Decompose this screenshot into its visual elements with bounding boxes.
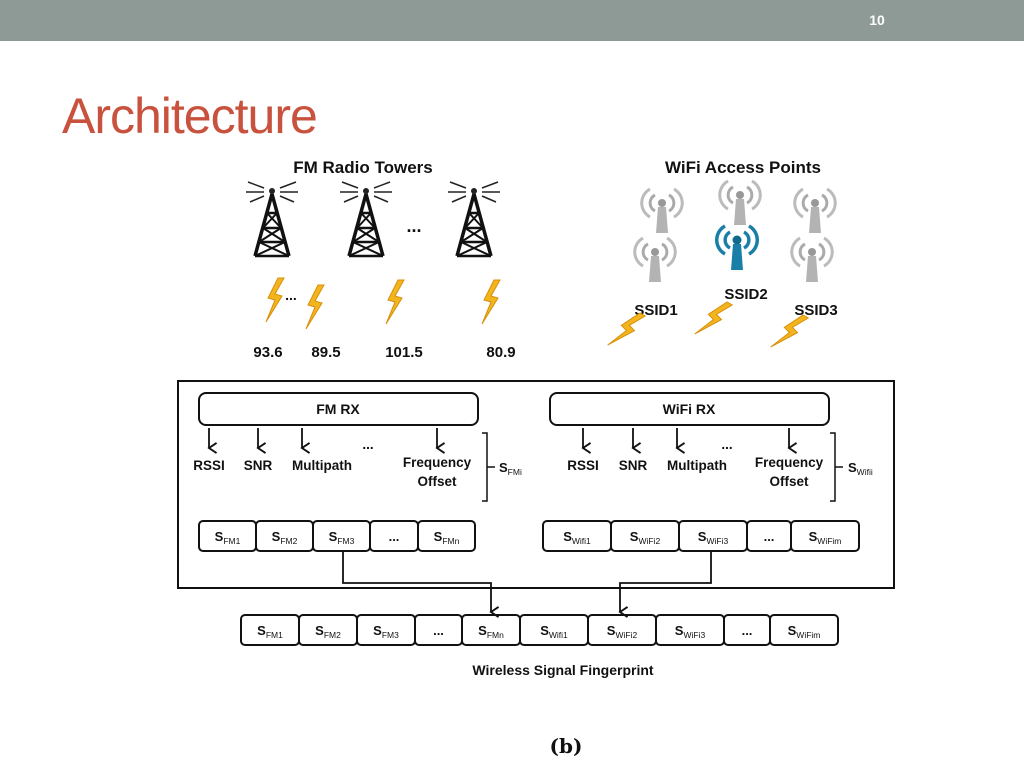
- fm-frequency-label: 89.5: [311, 344, 340, 361]
- fm-vector-cell: SFM2: [255, 520, 314, 552]
- fingerprint-cell: SWifi1: [519, 614, 589, 646]
- radio-tower-icon: [338, 180, 394, 258]
- wifi-access-point-icon: [633, 236, 677, 284]
- figure-caption: (b): [550, 734, 583, 758]
- fm-feature-multipath: Multipath: [292, 458, 352, 473]
- fingerprint-cell: SWiFi3: [655, 614, 725, 646]
- ssid-label: SSID1: [634, 302, 677, 319]
- fm-feature-ellipsis: ...: [362, 437, 373, 452]
- fm-rx-label: FM RX: [316, 401, 360, 417]
- wifi-vector-cell: SWifi1: [542, 520, 612, 552]
- fm-vector-cell: ...: [369, 520, 419, 552]
- radio-tower-icon: [446, 180, 502, 258]
- wifi-vector-cell-label: SWiFi3: [698, 529, 729, 546]
- wifi-vector-cell: SWiFi2: [610, 520, 680, 552]
- fingerprint-cell: ...: [723, 614, 771, 646]
- fm-feature-frequency: Frequency: [403, 455, 472, 470]
- fm-connector-arrow: [342, 551, 491, 612]
- fm-vector-cell: SFM1: [198, 520, 257, 552]
- fingerprint-label: Wireless Signal Fingerprint: [472, 662, 653, 678]
- wifi-access-point-icon: [640, 187, 684, 235]
- fm-rx-box: [198, 392, 479, 426]
- lightning-bolt-icon: [265, 277, 285, 323]
- fm-vector-cell-label: ...: [389, 529, 400, 544]
- wifi-bracket: [830, 432, 843, 502]
- ssid-label: SSID3: [794, 302, 837, 319]
- top-bar: [0, 0, 1024, 41]
- fingerprint-cell-label: ...: [742, 623, 753, 638]
- fm-vector-cell-label: SFMn: [434, 529, 460, 546]
- wifi-rx-box: [549, 392, 830, 426]
- slide-title: Architecture: [62, 88, 318, 144]
- wifi-vector-cell-label: SWiFi2: [630, 529, 661, 546]
- fingerprint-cell-label: SFM3: [373, 623, 399, 640]
- fingerprint-cell-label: SWiFi2: [607, 623, 638, 640]
- wifi-vector-cell-label: SWifi1: [563, 529, 591, 546]
- wifi-vector-cell: ...: [746, 520, 792, 552]
- fingerprint-cell-label: SWiFi3: [675, 623, 706, 640]
- wifi-connector-arrow: [620, 551, 712, 612]
- wifi-vector-cell: SWiFim: [790, 520, 860, 552]
- receiver-box: [177, 380, 895, 589]
- fm-frequency-label: 101.5: [385, 344, 423, 361]
- fingerprint-cell-label: SWiFim: [788, 623, 821, 640]
- ssid-label: SSID2: [724, 286, 767, 303]
- wifi-feature-rssi: RSSI: [567, 458, 599, 473]
- lightning-bolt-icon: [481, 279, 501, 325]
- fingerprint-cell-label: SFM2: [315, 623, 341, 640]
- towers-ellipsis: ...: [406, 216, 421, 236]
- fm-feature-snr: SNR: [244, 458, 273, 473]
- fm-vector-cell: SFM3: [312, 520, 371, 552]
- wifi-access-point-icon: [718, 179, 762, 227]
- wifi-feature-snr: SNR: [619, 458, 648, 473]
- wifi-vector-cell-label: ...: [764, 529, 775, 544]
- slide-number: 10: [869, 12, 885, 28]
- bolts-ellipsis: ...: [285, 287, 297, 303]
- fm-bracket-label: SFMi: [499, 460, 522, 477]
- fm-frequency-label: 80.9: [486, 344, 515, 361]
- lightning-bolt-icon: [385, 279, 405, 325]
- fingerprint-cell-label: ...: [433, 623, 444, 638]
- fm-towers-header: FM Radio Towers: [293, 158, 432, 177]
- fingerprint-cell: SWiFi2: [587, 614, 657, 646]
- fingerprint-cell-label: SWifi1: [540, 623, 568, 640]
- radio-tower-icon: [244, 180, 300, 258]
- wifi-bracket-label: SWifii: [848, 460, 873, 477]
- fm-bracket: [482, 432, 495, 502]
- wifi-vector-cell: SWiFi3: [678, 520, 748, 552]
- fingerprint-cell-label: SFM1: [257, 623, 283, 640]
- fm-frequency-label: 93.6: [253, 344, 282, 361]
- fingerprint-cell: SFM2: [298, 614, 358, 646]
- fingerprint-cell: SFM3: [356, 614, 416, 646]
- fingerprint-cell: SFMn: [461, 614, 521, 646]
- wifi-access-point-icon: [714, 224, 760, 272]
- lightning-bolt-icon: [694, 295, 733, 344]
- fm-feature-rssi: RSSI: [193, 458, 225, 473]
- fm-vector-cell-label: SFM1: [215, 529, 241, 546]
- wifi-feature-offset: Offset: [769, 474, 809, 489]
- fm-vector-cell-label: SFM2: [272, 529, 298, 546]
- wifi-feature-multipath: Multipath: [667, 458, 727, 473]
- wifi-feature-frequency: Frequency: [755, 455, 824, 470]
- wifi-aps-header: WiFi Access Points: [665, 158, 821, 177]
- fingerprint-cell-label: SFMn: [478, 623, 504, 640]
- fingerprint-cell: SFM1: [240, 614, 300, 646]
- wifi-vector-cell-label: SWiFim: [809, 529, 842, 546]
- wifi-feature-ellipsis: ...: [721, 437, 732, 452]
- lightning-bolt-icon: [770, 308, 809, 357]
- fm-feature-offset: Offset: [417, 474, 457, 489]
- lightning-bolt-icon: [607, 306, 646, 355]
- fingerprint-cell: ...: [414, 614, 463, 646]
- fingerprint-cell: SWiFim: [769, 614, 839, 646]
- lightning-bolt-icon: [305, 284, 325, 330]
- fm-vector-cell-label: SFM3: [329, 529, 355, 546]
- fm-vector-cell: SFMn: [417, 520, 476, 552]
- wifi-access-point-icon: [793, 187, 837, 235]
- wifi-rx-label: WiFi RX: [663, 401, 716, 417]
- wifi-access-point-icon: [790, 236, 834, 284]
